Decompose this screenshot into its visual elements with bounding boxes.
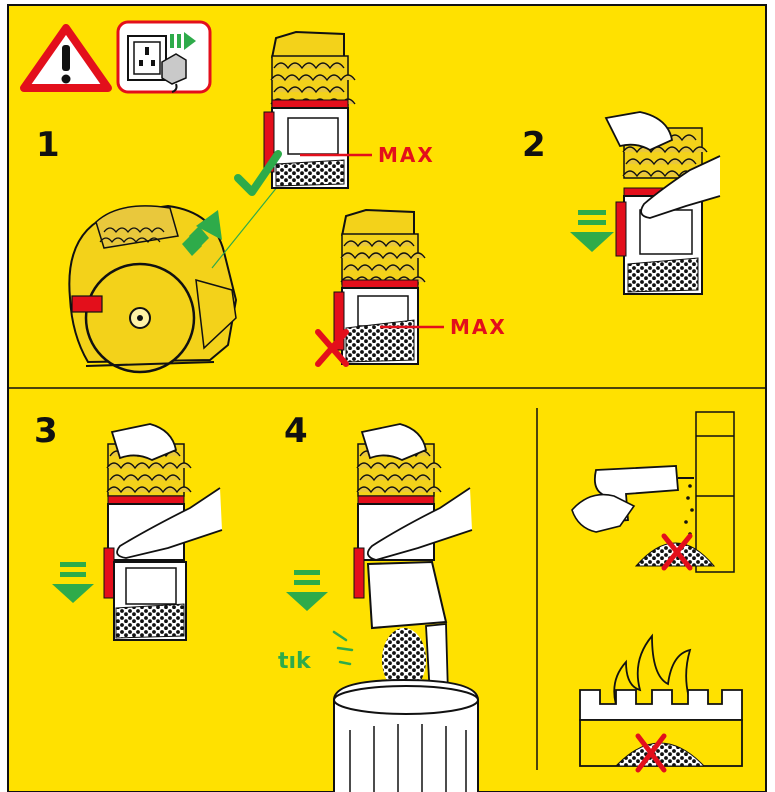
- wall-panel: [696, 412, 734, 572]
- step-4-number: 4: [284, 411, 308, 451]
- sound-label: tık: [278, 649, 312, 674]
- step-3-number: 3: [34, 411, 58, 451]
- max-label-overfilled: MAX: [450, 315, 507, 339]
- unplug-icon: [118, 22, 210, 92]
- step-1-number: 1: [36, 125, 60, 165]
- step-2-number: 2: [522, 125, 546, 165]
- bin-overfilled: [334, 210, 425, 364]
- trash-can: [334, 680, 478, 792]
- max-label-correct: MAX: [378, 143, 435, 167]
- bin-correct: [264, 32, 355, 188]
